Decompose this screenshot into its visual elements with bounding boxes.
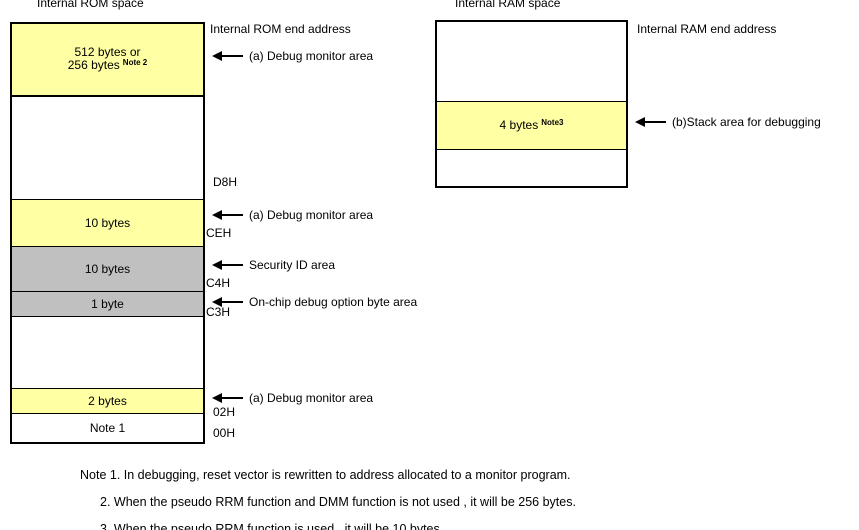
rom-segment-debug-monitor-mid: 10 bytes [12, 200, 203, 247]
left-arrow-icon [212, 260, 243, 270]
callout-label: (a) Debug monitor area [249, 49, 374, 63]
note-line-1: Note 1. In debugging, reset vector is re… [80, 468, 571, 482]
callout-label: On-chip debug option byte area [249, 295, 418, 309]
rom-segment-debug-monitor-bottom: 2 bytes [12, 389, 203, 414]
note2-superscript: Note 2 [122, 58, 148, 67]
address-label-00h: 00H [213, 426, 236, 440]
callout-label: (a) Debug monitor area [249, 208, 374, 222]
callout-ocd-option-byte: On-chip debug option byte area [212, 295, 417, 309]
rom-segment-label: 2 bytes [88, 393, 127, 408]
ram-segment-free-upper [437, 22, 626, 102]
address-label-c3h: C3H [206, 305, 231, 319]
note3-superscript: Note3 [541, 117, 564, 127]
rom-segment-option-byte: 1 byte [12, 292, 203, 317]
rom-segment-reset-vector: Note 1 [12, 414, 203, 442]
rom-segment-security-id: 10 bytes [12, 247, 203, 292]
callout-debug-monitor-top: (a) Debug monitor area [212, 49, 373, 63]
address-label-c4h: C4H [206, 276, 231, 290]
rom-segment-free-lower [12, 317, 203, 389]
rom-segment-label: 10 bytes [84, 215, 131, 230]
left-arrow-icon [635, 117, 666, 127]
rom-segment-free-upper [12, 97, 203, 200]
address-label-d8h: D8H [213, 175, 238, 189]
left-arrow-icon [212, 210, 243, 220]
ram-end-address-label: Internal RAM end address [637, 22, 777, 36]
callout-debug-monitor-bottom: (a) Debug monitor area [212, 391, 373, 405]
callout-label: Security ID area [249, 258, 336, 272]
rom-end-address-label: Internal ROM end address [210, 22, 351, 36]
callout-debug-stack: (b)Stack area for debugging [635, 115, 821, 129]
address-label-02h: 02H [213, 405, 236, 419]
rom-segment-label: 10 bytes [84, 261, 131, 276]
rom-segment-label: Note 1 [89, 420, 126, 435]
ram-title: Internal RAM space [455, 0, 561, 10]
note-line-3: 3. When the pseudo RRM function is used … [100, 522, 444, 530]
callout-security-id: Security ID area [212, 258, 335, 272]
callout-debug-monitor-mid: (a) Debug monitor area [212, 208, 373, 222]
left-arrow-icon [212, 51, 243, 61]
left-arrow-icon [212, 297, 243, 307]
address-label-ceh: CEH [206, 226, 232, 240]
rom-segment-label: 1 byte [91, 296, 124, 311]
rom-title: Internal ROM space [37, 0, 144, 10]
callout-label: (a) Debug monitor area [249, 391, 374, 405]
callout-label: (b)Stack area for debugging [672, 115, 821, 129]
left-arrow-icon [212, 393, 243, 403]
note-line-2: 2. When the pseudo RRM function and DMM … [100, 495, 576, 509]
ram-segment-free-lower [437, 150, 626, 186]
